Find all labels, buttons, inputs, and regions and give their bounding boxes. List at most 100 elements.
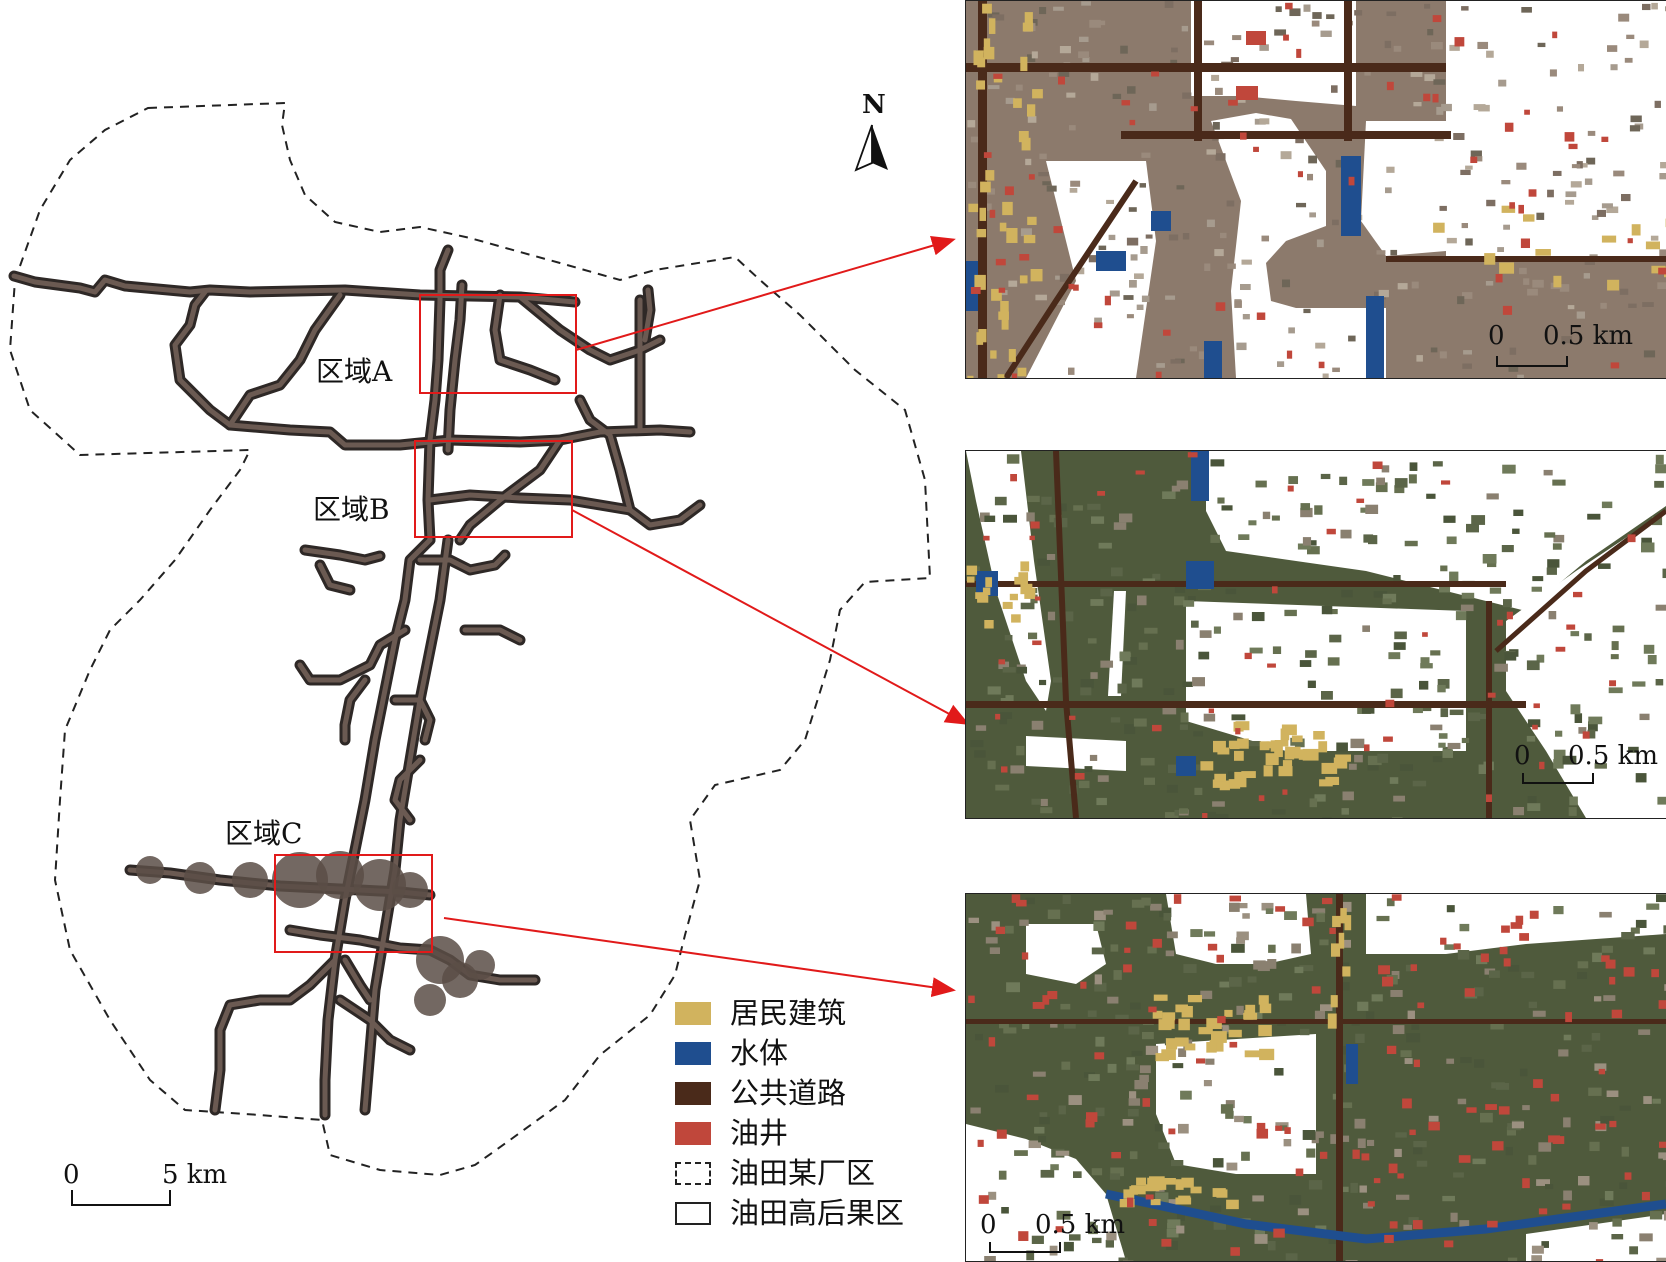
inset-a-texture xyxy=(1618,14,1629,22)
inset-a-residential xyxy=(1002,202,1013,215)
inset-b-texture xyxy=(1191,621,1199,628)
inset-b-oilwell xyxy=(1566,625,1575,630)
inset-a-texture xyxy=(1440,351,1447,358)
inset-c-oilwell xyxy=(1444,1241,1453,1248)
inset-c-texture xyxy=(1173,1063,1184,1068)
inset-a-residential xyxy=(1484,253,1495,265)
inset-c-texture xyxy=(986,937,998,943)
inset-a-texture xyxy=(1053,7,1064,11)
inset-a-texture xyxy=(1486,200,1495,206)
inset-b-road xyxy=(1486,601,1492,818)
north-arrow-icon xyxy=(856,125,888,170)
inset-c-oilwell xyxy=(1392,894,1402,900)
inset-b-texture xyxy=(1532,576,1543,581)
inset-b-texture xyxy=(1654,481,1664,488)
inset-a-oilwell xyxy=(1191,106,1198,111)
inset-region-b: 0 0.5 km xyxy=(965,450,1666,819)
inset-c-residential xyxy=(1245,1005,1255,1015)
legend-label: 水体 xyxy=(730,1033,788,1073)
inset-b-texture xyxy=(1085,766,1093,772)
inset-c-oilwell xyxy=(1389,1164,1398,1174)
inset-c-texture xyxy=(1180,1091,1192,1100)
inset-c-texture xyxy=(1268,1241,1276,1250)
inset-c-oilwell xyxy=(1016,900,1027,907)
inset-b-residential xyxy=(1319,779,1333,786)
inset-a-texture xyxy=(1394,46,1402,52)
inset-a-oilwell xyxy=(1058,77,1065,85)
settlement-cluster-7 xyxy=(414,984,446,1016)
inset-b-texture xyxy=(1132,679,1143,688)
inset-a-texture xyxy=(1068,368,1074,375)
inset-c-texture xyxy=(1529,1002,1537,1008)
settlement-cluster-9 xyxy=(184,862,216,894)
inset-c-canvas xyxy=(966,894,1666,1261)
inset-c-texture xyxy=(1166,951,1174,957)
inset-a-oilwell xyxy=(984,152,992,158)
inset-a-oilwell xyxy=(1524,110,1530,115)
inset-b-oilwell xyxy=(1032,641,1041,646)
inset-a-texture xyxy=(1385,41,1391,48)
inset-c-oilwell xyxy=(1148,1007,1156,1013)
inset-b-texture xyxy=(1137,596,1147,606)
inset-c-texture xyxy=(1393,1025,1405,1034)
inset-c-texture xyxy=(1227,1163,1238,1171)
inset-c-texture xyxy=(1064,1242,1074,1251)
inset-c-texture xyxy=(1073,1171,1082,1178)
inset-b-residential xyxy=(967,577,975,583)
inset-c-texture xyxy=(1132,1051,1143,1056)
inset-b-texture xyxy=(1342,808,1349,815)
inset-a-texture xyxy=(1321,31,1332,37)
inset-c-texture xyxy=(1298,1208,1309,1215)
inset-c-oilwell xyxy=(1609,977,1615,985)
inset-c-texture xyxy=(1390,990,1402,997)
inset-b-texture xyxy=(1354,755,1363,762)
inset-c-oilwell xyxy=(1302,918,1313,927)
inset-c-texture xyxy=(1266,908,1273,914)
inset-a-oilwell xyxy=(1012,374,1017,379)
inset-c-texture xyxy=(1164,913,1172,921)
inset-c-oilwell xyxy=(1362,1153,1370,1160)
inset-a-texture xyxy=(1332,220,1339,226)
inset-c-texture xyxy=(1656,894,1666,902)
inset-a-texture xyxy=(1565,200,1574,205)
main-scale-zero: 0 xyxy=(63,1160,80,1190)
inset-a-texture xyxy=(1597,210,1606,217)
inset-b-texture xyxy=(1134,719,1147,727)
inset-c-residential xyxy=(1147,1178,1161,1188)
inset-a-texture xyxy=(1460,170,1470,175)
inset-c-texture xyxy=(1204,1080,1212,1086)
inset-c-texture xyxy=(1650,1211,1662,1219)
inset-a-oilwell xyxy=(1569,144,1578,149)
inset-b-texture xyxy=(1512,529,1519,534)
inset-a-texture xyxy=(1165,296,1175,300)
inset-a-texture xyxy=(1215,88,1223,95)
inset-a-texture xyxy=(1486,281,1493,286)
inset-c-texture xyxy=(1350,1183,1358,1193)
inset-c-oilwell xyxy=(997,1130,1007,1139)
inset-c-texture xyxy=(1295,967,1304,973)
inset-c-texture xyxy=(1458,950,1469,960)
inset-b-texture xyxy=(1433,756,1442,762)
inset-b-texture xyxy=(1248,520,1256,525)
inset-c-texture xyxy=(1221,1104,1233,1113)
inset-c-texture xyxy=(1553,906,1563,914)
inset-a-texture xyxy=(1309,212,1316,217)
inset-a-residential xyxy=(1020,275,1028,283)
inset-b-texture xyxy=(1392,817,1403,818)
inset-a-texture xyxy=(1204,41,1214,46)
inset-b-texture xyxy=(1636,773,1647,782)
inset-a-texture xyxy=(1465,166,1473,170)
inset-c-residential xyxy=(1259,995,1269,1004)
inset-a-oilwell xyxy=(1552,32,1557,39)
inset-a-water xyxy=(1366,296,1384,378)
inset-b-texture xyxy=(1575,713,1582,723)
inset-c-oilwell xyxy=(1230,896,1242,902)
inset-a-residential xyxy=(1646,242,1660,250)
inset-c-residential xyxy=(1259,1049,1274,1060)
inset-c-texture xyxy=(1405,1058,1413,1064)
inset-c-texture xyxy=(1520,1069,1528,1076)
inset-b-texture xyxy=(1426,494,1435,499)
inset-a-oilwell xyxy=(1287,351,1292,359)
inset-c-texture xyxy=(1059,1106,1066,1115)
inset-c-texture xyxy=(1300,1029,1310,1035)
